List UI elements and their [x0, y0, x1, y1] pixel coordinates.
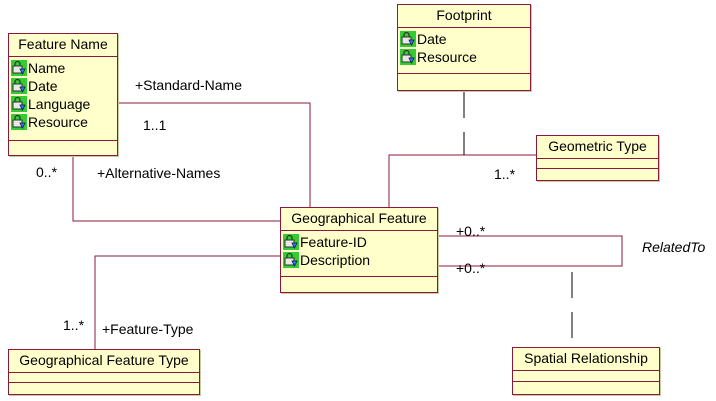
class-geographical-feature-attributes: Feature-ID Description	[281, 231, 437, 269]
standard-name-association	[118, 102, 311, 207]
feature-name-multiplicity: 0..*	[36, 164, 58, 180]
feature-type-multiplicity: 1..*	[63, 317, 85, 333]
class-geographical-feature-title: Geographical Feature	[281, 208, 437, 231]
class-footprint[interactable]: Footprint Date Resource	[397, 4, 531, 91]
related-to-multiplicity-top: +0..*	[456, 223, 486, 239]
geometric-type-multiplicity: 1..*	[494, 166, 516, 182]
attribute-row[interactable]: Feature-ID	[283, 233, 437, 251]
class-feature-name-attributes: Name Date Language Resource	[9, 57, 117, 131]
class-spatial-relationship-attributes	[513, 370, 659, 382]
attribute-name: Date	[28, 78, 58, 94]
class-feature-name-title: Feature Name	[9, 34, 117, 57]
class-geometric-type-attributes	[537, 158, 658, 169]
related-to-association	[438, 235, 623, 267]
attribute-row[interactable]: Date	[400, 30, 530, 48]
attribute-name: Date	[417, 31, 447, 47]
class-geometric-type-title: Geometric Type	[537, 136, 658, 159]
attribute-name: Resource	[417, 49, 477, 65]
class-spatial-relationship[interactable]: Spatial Relationship	[512, 347, 660, 395]
attribute-lock-icon	[400, 31, 416, 47]
alternative-names-role-label: +Alternative-Names	[97, 165, 221, 181]
related-to-multiplicity-bottom: +0..*	[456, 260, 486, 276]
attribute-name: Description	[300, 252, 371, 268]
class-geographical-feature[interactable]: Geographical Feature Feature-ID Descript…	[280, 207, 438, 293]
class-footprint-operations	[398, 73, 530, 91]
attribute-name: Feature-ID	[300, 234, 367, 250]
class-geographical-feature-type-attributes	[9, 372, 199, 383]
feature-type-association	[94, 255, 281, 349]
attribute-row[interactable]: Resource	[400, 48, 530, 66]
attribute-name: Name	[28, 60, 66, 76]
attribute-lock-icon	[283, 234, 299, 250]
geometric-type-association	[388, 154, 536, 207]
feature-type-role-label: +Feature-Type	[102, 321, 194, 337]
class-footprint-title: Footprint	[398, 5, 530, 28]
attribute-name: Resource	[28, 114, 88, 130]
class-geographical-feature-type[interactable]: Geographical Feature Type	[8, 349, 200, 395]
class-spatial-relationship-title: Spatial Relationship	[513, 348, 659, 371]
attribute-row[interactable]: Language	[11, 95, 117, 113]
attribute-row[interactable]: Resource	[11, 113, 117, 131]
attribute-name: Language	[28, 96, 91, 112]
class-geometric-type[interactable]: Geometric Type	[536, 135, 659, 181]
alternative-names-association	[72, 156, 281, 222]
attribute-lock-icon	[11, 96, 27, 112]
attribute-lock-icon	[11, 78, 27, 94]
attribute-row[interactable]: Date	[11, 77, 117, 95]
standard-name-multiplicity: 1..1	[143, 117, 167, 133]
class-geographical-feature-operations	[281, 276, 437, 293]
standard-name-role-label: +Standard-Name	[135, 77, 243, 93]
attribute-row[interactable]: Name	[11, 59, 117, 77]
attribute-row[interactable]: Description	[283, 251, 437, 269]
attribute-lock-icon	[11, 114, 27, 130]
attribute-lock-icon	[283, 252, 299, 268]
attribute-lock-icon	[400, 49, 416, 65]
related-to-association-name: RelatedTo	[642, 239, 706, 255]
attribute-lock-icon	[11, 60, 27, 76]
class-feature-name-operations	[9, 140, 117, 156]
class-geographical-feature-type-title: Geographical Feature Type	[9, 350, 199, 373]
class-feature-name[interactable]: Feature Name Name Date Language Resource	[8, 33, 118, 156]
class-footprint-attributes: Date Resource	[398, 28, 530, 66]
